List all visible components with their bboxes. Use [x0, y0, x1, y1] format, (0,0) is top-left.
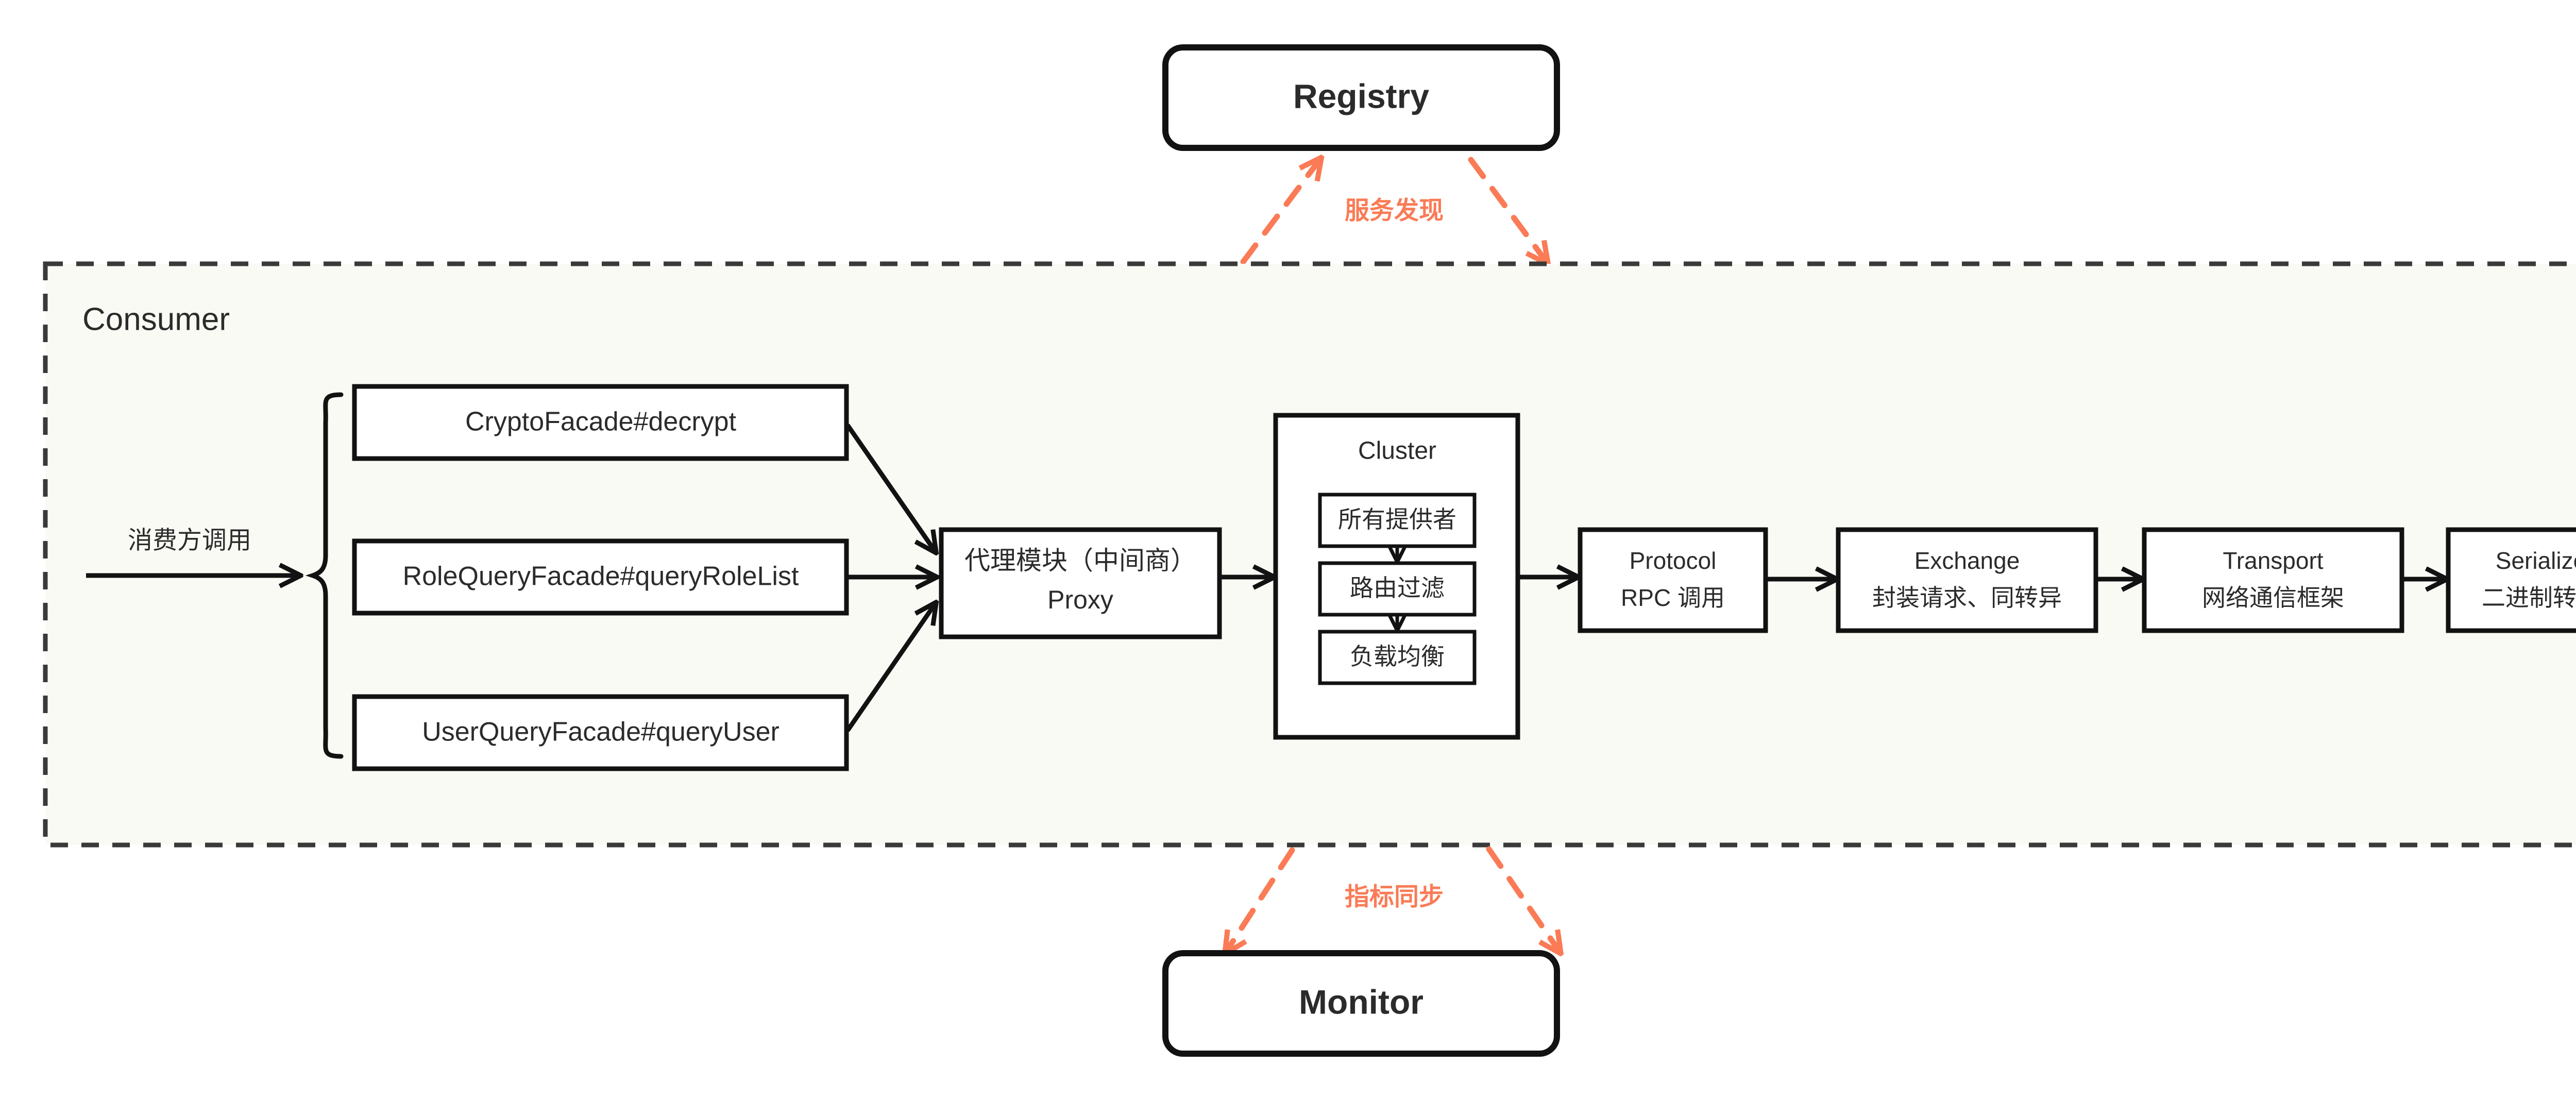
stage-box-transport[interactable] [2142, 527, 2404, 633]
proxy-node[interactable] [939, 527, 1222, 639]
stage-box-serialize[interactable] [2446, 527, 2576, 633]
facade-group-brace [305, 392, 344, 759]
cluster-node[interactable] [1273, 413, 1520, 740]
facade-box-2[interactable] [352, 538, 849, 616]
monitor-node[interactable] [1162, 950, 1560, 1057]
metrics-sync-link [1227, 846, 1558, 950]
stage-box-protocol[interactable] [1578, 527, 1768, 633]
facade-box-1[interactable] [352, 384, 849, 461]
facade-to-proxy-connectors [845, 424, 935, 732]
facade-box-3[interactable] [352, 694, 849, 771]
service-discovery-link [1240, 160, 1546, 262]
stage-box-exchange[interactable] [1836, 527, 2098, 633]
registry-node[interactable] [1162, 44, 1560, 151]
